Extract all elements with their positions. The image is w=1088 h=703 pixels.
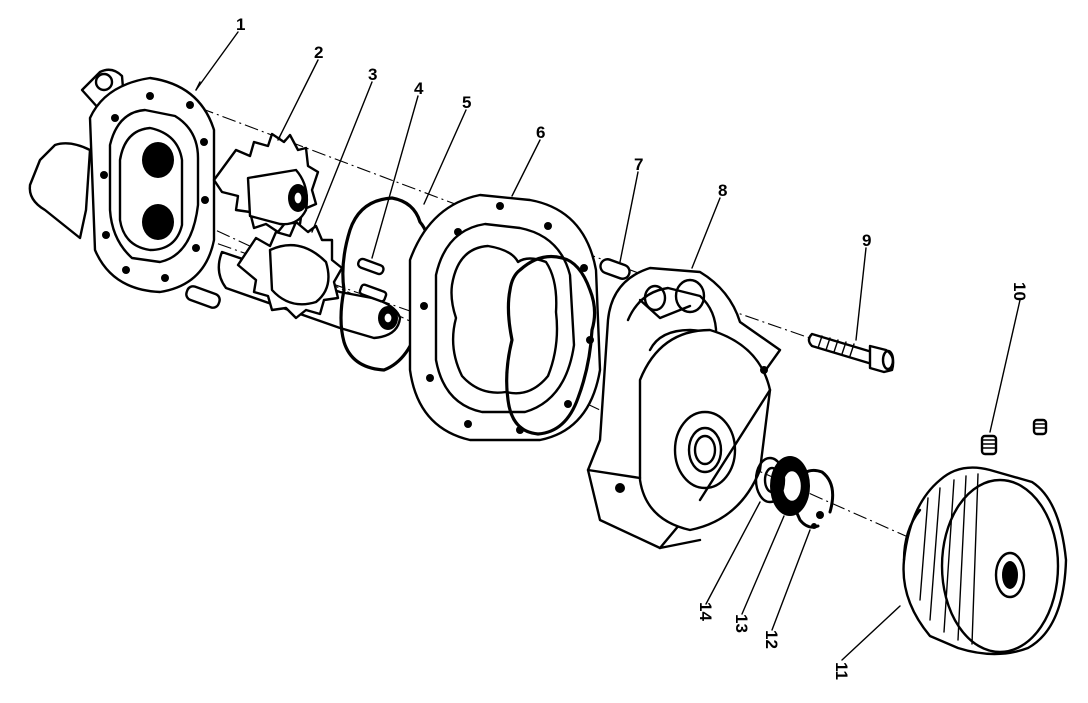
callout-2: 2 <box>314 43 323 62</box>
callout-14: 14 <box>696 602 715 621</box>
callout-3: 3 <box>368 65 377 84</box>
front-cover <box>586 266 782 550</box>
driven-gear <box>217 220 402 340</box>
callout-10: 10 <box>1010 282 1029 301</box>
callout-1: 1 <box>236 15 245 34</box>
callout-12: 12 <box>762 630 781 649</box>
shaft-seal <box>770 456 810 516</box>
cap-screw <box>807 332 895 374</box>
callout-5: 5 <box>462 93 471 112</box>
callout-11: 11 <box>832 662 851 680</box>
pulley <box>902 466 1068 656</box>
callout-9: 9 <box>862 231 871 250</box>
pump-housing <box>28 68 221 309</box>
leader-lines <box>195 31 1021 661</box>
washer <box>754 456 786 504</box>
callout-7: 7 <box>634 155 643 174</box>
callout-labels: 1 2 3 4 5 6 7 8 9 10 11 12 13 14 <box>236 15 1029 680</box>
key <box>357 257 385 276</box>
gear-plate <box>408 193 602 442</box>
callout-4: 4 <box>414 79 424 98</box>
seal-ring-rear <box>505 254 597 436</box>
drive-gear <box>212 132 320 234</box>
callout-13: 13 <box>732 614 751 633</box>
set-screw <box>980 418 1048 456</box>
callout-6: 6 <box>536 123 545 142</box>
callout-8: 8 <box>718 181 727 200</box>
dowel-pin <box>599 258 631 280</box>
